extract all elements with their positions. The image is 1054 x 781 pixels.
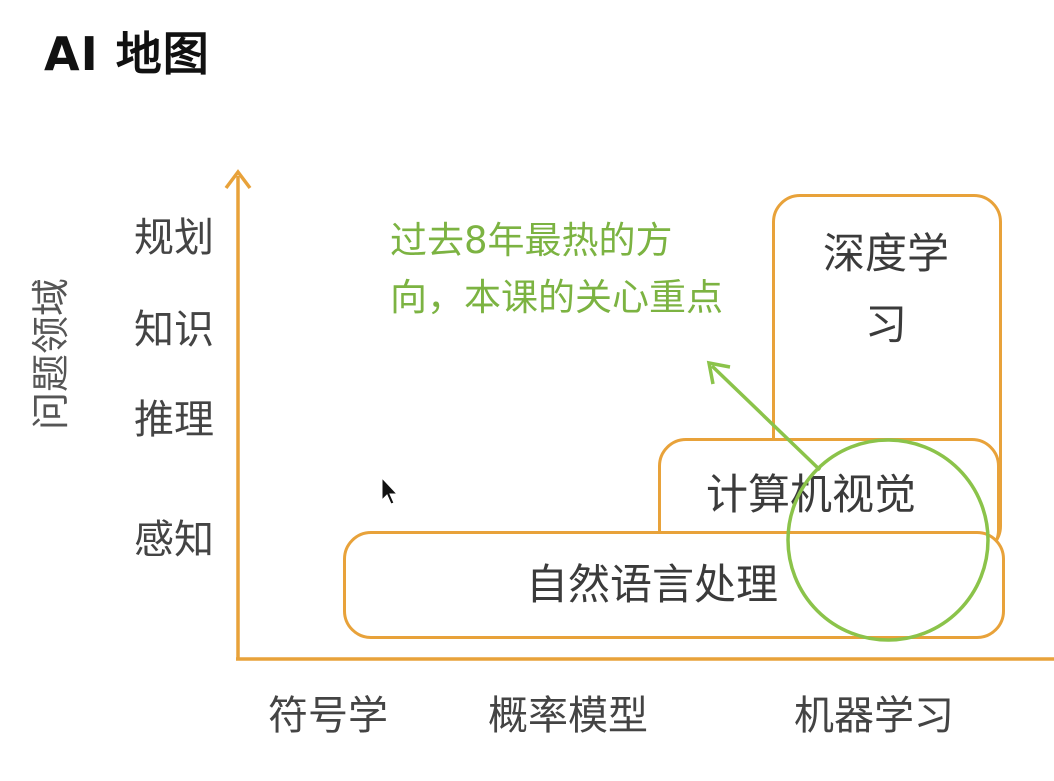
deep-learning-label: 深度学 习 [822,229,949,350]
pointer-arrowhead [706,360,731,385]
highlight-circle [786,438,990,642]
pointer-arrow-line [710,364,822,472]
nlp-box [343,531,1005,639]
y-tick-knowledge: 知识 [134,307,214,353]
page-title: AI 地图 [44,27,210,81]
x-tick-probabilistic-models: 概率模型 [488,693,648,739]
y-tick-reasoning: 推理 [134,397,214,443]
nlp-label: 自然语言处理 [526,560,779,609]
x-tick-machine-learning: 机器学习 [794,693,954,739]
cursor-icon [381,476,399,505]
x-tick-symbolism: 符号学 [268,693,388,739]
annotation-note: 过去8年最热的方向，本课的关心重点 [390,219,723,320]
y-axis-arrowhead [224,169,252,190]
y-tick-planning: 规划 [134,215,214,261]
y-tick-perception: 感知 [134,517,214,563]
